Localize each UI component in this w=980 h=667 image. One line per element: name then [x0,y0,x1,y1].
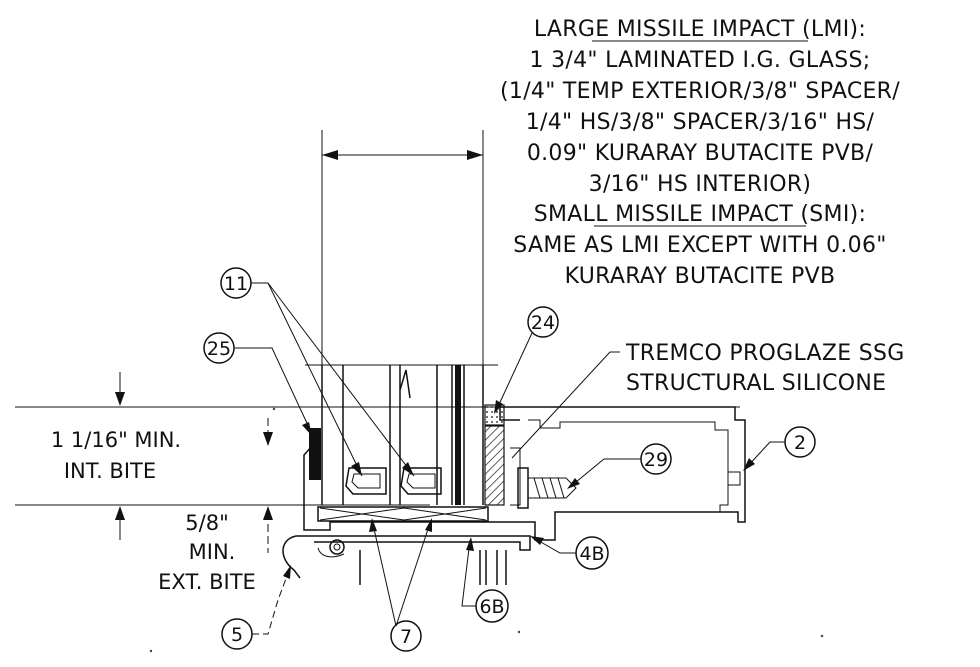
setting-blocks [317,506,489,522]
sealant-note: TREMCO PROGLAZE SSG STRUCTURAL SILICONE [511,341,905,459]
int-bite-value: 1 1/16" MIN. [51,428,181,452]
fastener [517,467,577,509]
callout-2: 2 [743,426,816,471]
ext-bite-dimension: 5/8" MIN. EXT. BITE [158,511,256,594]
sealant-leader [511,351,620,459]
lmi-line-1: 1 3/4" LAMINATED I.G. GLASS; [530,48,871,73]
callout-11: 11 [220,267,415,477]
frame-extrusion [303,406,746,541]
callout-24-label: 24 [531,312,555,334]
sealant-note-line-2: STRUCTURAL SILICONE [626,371,886,396]
callout-25-label: 25 [207,338,231,360]
callout-11-label: 11 [224,273,248,295]
ext-bite-min: MIN. [189,540,236,564]
callout-5: 5 [221,565,291,650]
interior-gasket [309,428,321,480]
callout-6b-label: 6B [479,596,504,618]
smi-line-1: SAME AS LMI EXCEPT WITH 0.06" [513,233,886,258]
lmi-heading: LARGE MISSILE IMPACT (LMI): [534,17,866,42]
sealant-note-line-1: TREMCO PROGLAZE SSG [625,341,905,366]
smi-spec-note: SMALL MISSILE IMPACT (SMI): SAME AS LMI … [513,202,886,289]
ig-spacers [345,467,442,495]
callout-6b: 6B [461,537,509,623]
structural-silicone [484,425,505,506]
lmi-line-2: (1/4" TEMP EXTERIOR/3/8" SPACER/ [500,79,900,104]
int-bite-dimension: 1 1/16" MIN. INT. BITE [51,428,181,483]
smi-heading: SMALL MISSILE IMPACT (SMI): [534,202,866,227]
callout-7-label: 7 [400,626,412,648]
callout-5-label: 5 [231,624,243,646]
glass-lites [305,364,498,505]
smi-line-2: KURARAY BUTACITE PVB [565,264,836,289]
scan-specks [149,407,824,653]
callout-4b-label: 4B [579,543,604,565]
lmi-line-4: 0.09" KURARAY BUTACITE PVB/ [527,141,874,166]
pvb-interlayer [455,365,461,505]
callout-25: 25 [203,332,313,436]
lmi-line-3: 1/4" HS/3/8" SPACER/3/16" HS/ [526,110,875,135]
spacer-outer [345,467,387,495]
ext-bite-value: 5/8" [185,511,228,535]
callout-7: 7 [369,518,432,652]
callout-24: 24 [494,306,559,414]
int-bite-label: INT. BITE [64,459,156,483]
backer-rod [484,404,505,426]
lmi-spec-note: LARGE MISSILE IMPACT (LMI): 1 3/4" LAMIN… [500,17,900,197]
spacer-inner [400,467,442,495]
lmi-line-5: 3/16" HS INTERIOR) [589,172,812,197]
callout-4b: 4B [530,536,609,570]
ext-bite-label: EXT. BITE [158,570,256,594]
callout-2-label: 2 [794,432,806,454]
callout-29-label: 29 [644,449,668,471]
pressure-plate [282,535,531,585]
callout-29: 29 [567,443,672,489]
